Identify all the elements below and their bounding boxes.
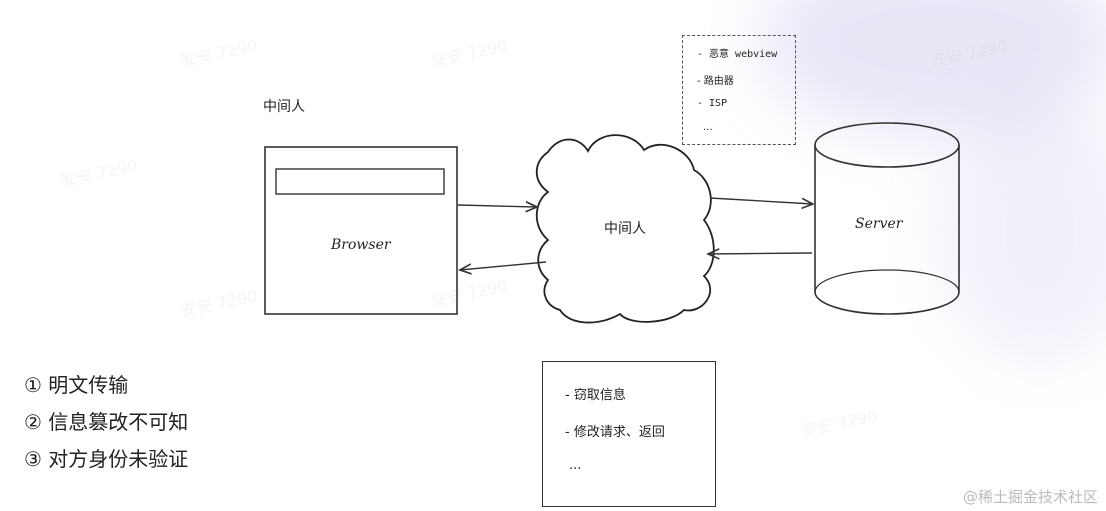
arrow-cloud-to-browser: [460, 261, 547, 270]
problem-list: ① 明文传输 ② 信息篡改不可知 ③ 对方身份未验证: [24, 372, 188, 483]
attacker-item: - 路由器: [697, 76, 734, 87]
source-footer: @稀土掘金技术社区: [962, 488, 1098, 506]
attack-effects-box: - 窃取信息 - 修改请求、返回 ...: [542, 361, 716, 507]
server-cylinder-top: [814, 122, 960, 168]
browser-window: [264, 146, 458, 315]
problem-item: ① 明文传输: [24, 373, 129, 397]
server-cylinder: [814, 145, 960, 315]
effect-item: - 窃取信息: [565, 388, 626, 403]
server-cylinder-bottom-back: [814, 269, 960, 293]
middleman-title: 中间人: [263, 99, 305, 115]
arrow-server-to-cloud: [708, 253, 813, 254]
effect-item: - 修改请求、返回: [565, 425, 665, 440]
problem-item: ③ 对方身份未验证: [24, 447, 189, 471]
browser-label: Browser: [331, 237, 391, 253]
attacker-list-box: - 恶意 webview - 路由器 - ISP ...: [682, 35, 796, 145]
background-decoration: [940, 100, 1106, 360]
cloud-label: 中间人: [604, 221, 646, 237]
effect-item: ...: [569, 458, 582, 473]
middleman-cloud: [535, 134, 715, 324]
attacker-item: ...: [703, 122, 713, 133]
server-label: Server: [855, 216, 903, 232]
arrow-cloud-to-server: [709, 197, 813, 204]
problem-item: ② 信息篡改不可知: [24, 410, 189, 434]
attacker-item: - ISP: [697, 98, 728, 109]
arrow-browser-to-cloud: [457, 205, 537, 207]
attacker-item: - 恶意 webview: [697, 49, 778, 60]
browser-address-bar: [275, 168, 445, 195]
